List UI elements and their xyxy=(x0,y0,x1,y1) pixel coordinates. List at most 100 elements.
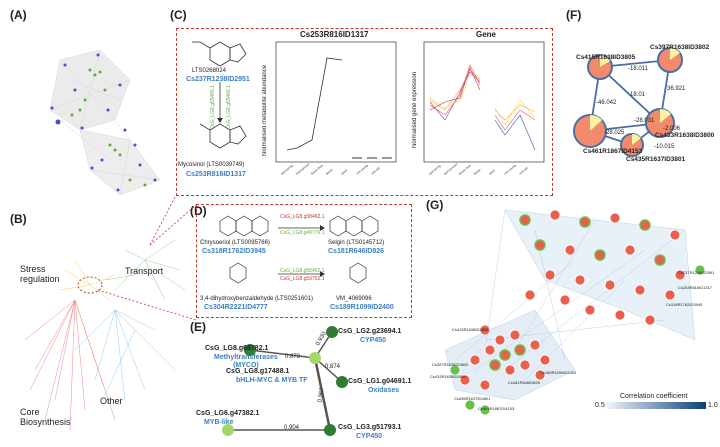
g-label-1: Cs237R1238ID2951 xyxy=(678,270,715,275)
e-node-3-name: CsG_LG8.g17488.1 xyxy=(226,368,290,375)
bottom-compound-name: Mycosinol (LTS0039749) xyxy=(178,162,245,168)
d-compound-3-name: 3,4-dihydroxybenzaldehyde (LTS0251601) xyxy=(200,296,313,302)
svg-text:seed: seed xyxy=(488,168,496,175)
top-compound-name: LTS0268024 xyxy=(192,68,226,74)
e-node-6-name: CsG_LG3.g51793.1 xyxy=(338,424,402,431)
g-label-7: Cs181R646ID826 xyxy=(508,380,540,385)
panel-label-a: (A) xyxy=(10,8,27,22)
e-node-1-name: CsG_LG8.g68782.1 xyxy=(205,345,269,352)
svg-text:flower-bud: flower-bud xyxy=(458,163,472,175)
f-node-3: Cs461R1867ID4153 xyxy=(583,148,643,155)
d-compound-4-id: Cs189R1099ID2400 xyxy=(330,304,394,311)
e-weight-3: 0.874 xyxy=(325,364,341,370)
label-core-biosynthesis: Core Biosynthesis xyxy=(20,407,71,427)
svg-text:root-old: root-old xyxy=(518,166,529,176)
f-weight-5: -28.031 xyxy=(634,118,655,124)
label-stress-regulation: Stress regulation xyxy=(20,264,60,284)
e-node-3-function: bHLH-MYC & MYB TF xyxy=(236,377,308,384)
f-weight-7: -2.006 xyxy=(663,126,681,132)
e-weight-5: 0.904 xyxy=(284,425,300,431)
network-a xyxy=(49,49,161,196)
f-weight-4: 18.01 xyxy=(630,92,646,98)
legend-max: 1.0 xyxy=(708,402,718,409)
panel-c-structures xyxy=(192,41,247,149)
svg-text:flower-bud: flower-bud xyxy=(310,163,324,175)
e-node-5-function: MYB-like xyxy=(204,419,234,426)
panel-label-c: (C) xyxy=(170,8,187,22)
panel-f-network xyxy=(573,47,683,157)
svg-text:leaf-spring: leaf-spring xyxy=(280,163,294,175)
enzyme-label-2: CsG_LG8.g55466.1 xyxy=(226,85,232,130)
panel-label-d: (D) xyxy=(190,204,207,218)
f-node-5: Cs435R1637ID3801 xyxy=(626,156,686,163)
e-node-1-function: Methyltransferases (MYCO) xyxy=(214,354,278,369)
f-node-1: Cs415R1638ID3805 xyxy=(576,54,636,61)
d-compound-4-name: VM_4069096 xyxy=(336,296,372,302)
d-enzyme-1: CsG_LG8.g58462.1 xyxy=(280,214,325,220)
panel-g-network xyxy=(444,209,706,416)
f-weight-1: -18.011 xyxy=(628,66,648,72)
svg-text:flower: flower xyxy=(325,168,334,176)
g-label-10: Cs435R1637ID3801 xyxy=(454,396,491,401)
enzyme-label-1: CsG_LG8.g55465.1 xyxy=(210,85,216,130)
d-enzyme-2: CsG_LG8.g49776.1 xyxy=(280,230,325,236)
panel-d-box xyxy=(196,204,412,318)
svg-text:root-old: root-old xyxy=(370,166,381,176)
e-node-5-name: CsG_LG6.g47382.1 xyxy=(196,410,260,417)
panel-label-b: (B) xyxy=(10,212,27,226)
g-label-9: Cs461R1867ID4153 xyxy=(478,406,515,411)
f-node-4: Cs433R1638ID3800 xyxy=(655,132,715,139)
e-node-4-name: CsG_LG1.g04691.1 xyxy=(348,378,412,385)
legend-colorbar xyxy=(606,402,706,409)
f-weight-3: -46.042 xyxy=(596,100,617,106)
legend-title: Correlation coefficient xyxy=(620,393,688,400)
e-node-6-function: CYP450 xyxy=(356,433,383,440)
e-node-2-function: CYP450 xyxy=(360,337,387,344)
g-label-2: Cs253R816ID1317 xyxy=(678,285,713,290)
g-label-5: Cs397R1638ID3802 xyxy=(432,362,469,367)
label-transport: Transport xyxy=(125,266,164,276)
f-weight-2: 36.921 xyxy=(667,86,686,92)
d-compound-3-id: Cs304R2221ID4777 xyxy=(204,304,268,311)
e-node-4-function: Oxidases xyxy=(368,387,400,394)
chart2-title: Gene xyxy=(476,30,497,39)
svg-text:root-young: root-young xyxy=(355,163,369,175)
chart1-plot: leaf-spring leaf-summer flower-bud flowe… xyxy=(275,41,397,176)
chart1-ylabel: Normalised metabolite abundance xyxy=(262,64,268,156)
g-label-4: Cs415R1638ID3805 xyxy=(452,327,489,332)
legend-min: 0.5 xyxy=(595,402,605,409)
f-node-2: Cs397R1638ID3802 xyxy=(650,44,710,51)
svg-text:seed: seed xyxy=(340,168,348,175)
panel-label-f: (F) xyxy=(566,8,582,22)
d-compound-2-name: Selgin (LTS0145712) xyxy=(328,240,385,246)
chart2-ylabel: Normalised gene expression xyxy=(412,71,418,149)
chart2-plot: leaf-spring leaf-summer flower-bud flowe… xyxy=(423,41,545,176)
panel-label-g: (G) xyxy=(426,198,444,212)
g-label-6: Cs189R1099ID2400 xyxy=(540,370,577,375)
panel-c-box xyxy=(176,28,553,196)
panel-e-network xyxy=(222,326,348,436)
e-weight-1: 0.873 xyxy=(285,354,301,360)
g-label-3: Cs318R1762ID3945 xyxy=(666,302,703,307)
svg-text:leaf-summer: leaf-summer xyxy=(295,162,310,176)
svg-text:leaf-summer: leaf-summer xyxy=(443,162,458,176)
f-weight-6: -28.025 xyxy=(604,130,625,136)
top-compound-id: Cs237R1238ID2951 xyxy=(186,76,250,83)
d-compound-1-name: Chrysoeriol (LTS0095766) xyxy=(200,240,270,246)
svg-text:root-young: root-young xyxy=(503,163,517,175)
network-b xyxy=(24,239,186,431)
svg-text:leaf-spring: leaf-spring xyxy=(428,163,442,175)
g-label-8: Cs433R1638ID3800 xyxy=(430,374,467,379)
panel-label-e: (E) xyxy=(190,320,206,334)
d-compound-1-id: Cs318R1762ID3945 xyxy=(202,248,266,255)
chart1-title: Cs253R816ID1317 xyxy=(300,30,369,39)
label-other: Other xyxy=(100,396,123,406)
f-weight-8: -10.015 xyxy=(654,144,675,150)
d-enzyme-4: CsG_LG8.g59752.1 xyxy=(280,276,325,282)
svg-text:flower: flower xyxy=(473,168,482,176)
bottom-compound-id: Cs253R816ID1317 xyxy=(186,171,246,178)
d-compound-2-id: Cs181R646ID826 xyxy=(328,248,385,255)
d-enzyme-3: CsG_LG8.g58462.1 xyxy=(280,268,325,274)
e-node-2-name: CsG_LG2.g23694.1 xyxy=(338,328,402,335)
